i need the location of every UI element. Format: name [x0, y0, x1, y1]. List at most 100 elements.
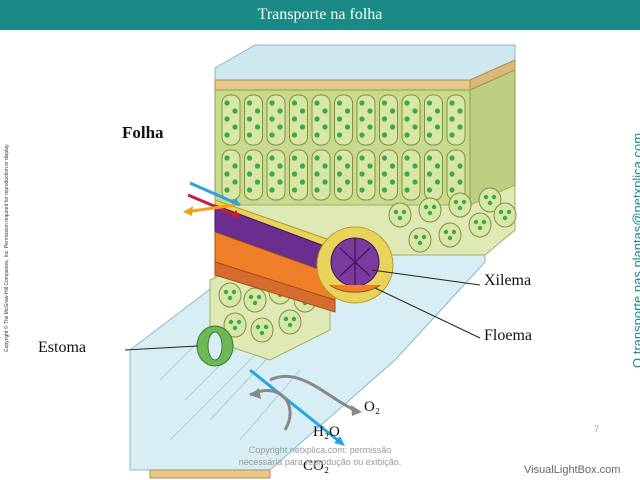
- spongy-cell: [494, 203, 516, 227]
- chloroplast: [382, 132, 387, 137]
- chloroplast: [232, 108, 237, 113]
- chloroplast: [269, 132, 274, 137]
- watermark-text: Copyright netxplica.com: permissão neces…: [230, 444, 410, 468]
- chloroplast: [337, 116, 342, 121]
- chloroplast: [255, 124, 260, 129]
- chloroplast: [300, 108, 305, 113]
- chloroplast: [249, 295, 253, 299]
- chloroplast: [284, 317, 288, 321]
- chloroplast: [507, 210, 511, 214]
- chloroplast: [224, 100, 229, 105]
- chloroplast: [390, 163, 395, 168]
- chloroplast: [412, 179, 417, 184]
- chloroplast: [247, 132, 252, 137]
- copyright-note: Copyright © The McGraw-Hill Companies, I…: [4, 143, 10, 352]
- chloroplast: [402, 210, 406, 214]
- chloroplast: [367, 179, 372, 184]
- chloroplast: [337, 187, 342, 192]
- chloroplast: [404, 132, 409, 137]
- chloroplast: [390, 108, 395, 113]
- chloroplast: [247, 100, 252, 105]
- spongy-cell: [251, 318, 273, 342]
- chloroplast: [382, 171, 387, 176]
- spongy-cell: [469, 213, 491, 237]
- chloroplast: [435, 108, 440, 113]
- chloroplast: [418, 241, 422, 245]
- chloroplast: [224, 155, 229, 160]
- chloroplast: [404, 116, 409, 121]
- chloroplast: [458, 206, 462, 210]
- chloroplast: [260, 331, 264, 335]
- spongy-cell: [409, 228, 431, 252]
- slide-title: Transporte na folha: [0, 0, 640, 30]
- chloroplast: [314, 171, 319, 176]
- chloroplast: [224, 116, 229, 121]
- chloroplast: [322, 124, 327, 129]
- chloroplast: [292, 155, 297, 160]
- chloroplast: [452, 230, 456, 234]
- chloroplast: [292, 317, 296, 321]
- spongy-cell: [449, 193, 471, 217]
- chloroplast: [277, 163, 282, 168]
- chloroplast: [322, 179, 327, 184]
- chloroplast: [427, 132, 432, 137]
- upper-epidermis: [215, 45, 515, 90]
- chloroplast: [300, 179, 305, 184]
- chloroplast: [232, 124, 237, 129]
- chloroplast: [382, 155, 387, 160]
- chloroplast: [269, 116, 274, 121]
- chloroplast: [394, 210, 398, 214]
- chloroplast: [449, 155, 454, 160]
- chloroplast: [255, 108, 260, 113]
- spongy-cell: [419, 198, 441, 222]
- chloroplast: [367, 124, 372, 129]
- site-watermark: VisualLightBox.com: [524, 464, 620, 476]
- chloroplast: [264, 325, 268, 329]
- chloroplast: [292, 187, 297, 192]
- chloroplast: [277, 108, 282, 113]
- chloroplast: [432, 205, 436, 209]
- leaf-cross-section-diagram: [0, 30, 640, 480]
- chloroplast: [292, 171, 297, 176]
- chloroplast: [359, 100, 364, 105]
- chloroplast: [314, 116, 319, 121]
- chloroplast: [224, 132, 229, 137]
- chloroplast: [435, 124, 440, 129]
- chloroplast: [457, 124, 462, 129]
- chloroplast: [322, 163, 327, 168]
- chloroplast: [449, 100, 454, 105]
- chloroplast: [424, 205, 428, 209]
- chloroplast: [474, 220, 478, 224]
- chloroplast: [255, 163, 260, 168]
- chloroplast: [382, 100, 387, 105]
- palisade-mesophyll: [215, 70, 515, 205]
- chloroplast: [269, 187, 274, 192]
- chloroplast: [488, 201, 492, 205]
- chloroplast: [457, 179, 462, 184]
- chloroplast: [229, 320, 233, 324]
- chloroplast: [499, 210, 503, 214]
- chloroplast: [414, 235, 418, 239]
- chloroplast: [269, 100, 274, 105]
- stoma: [197, 326, 233, 366]
- chloroplast: [427, 155, 432, 160]
- chloroplast: [428, 211, 432, 215]
- chloroplast: [444, 230, 448, 234]
- chloroplast: [337, 132, 342, 137]
- chloroplast: [390, 179, 395, 184]
- chloroplast: [412, 108, 417, 113]
- chloroplast: [457, 108, 462, 113]
- chloroplast: [503, 216, 507, 220]
- chloroplast: [359, 187, 364, 192]
- chloroplast: [359, 116, 364, 121]
- chloroplast: [359, 155, 364, 160]
- label-estoma: Estoma: [38, 339, 86, 357]
- chloroplast: [345, 179, 350, 184]
- chloroplast: [457, 163, 462, 168]
- chloroplast: [314, 100, 319, 105]
- chloroplast: [232, 179, 237, 184]
- chloroplast: [359, 171, 364, 176]
- chloroplast: [454, 200, 458, 204]
- chloroplast: [478, 226, 482, 230]
- chloroplast: [449, 171, 454, 176]
